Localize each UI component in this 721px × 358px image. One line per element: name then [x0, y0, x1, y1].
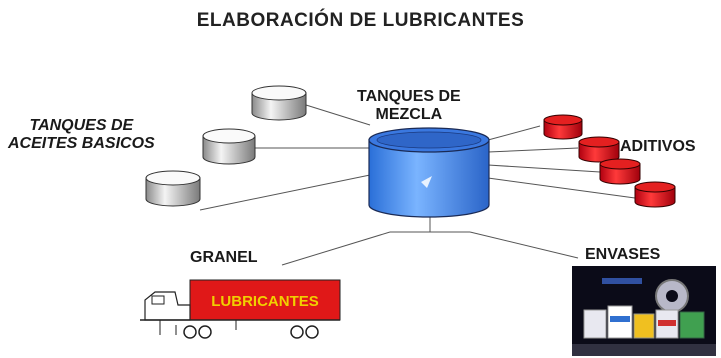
mixing-tanks-label: TANQUES DE MEZCLA	[357, 88, 461, 125]
mixing-tank	[368, 127, 490, 218]
line-additive-2	[487, 147, 579, 153]
truck-window	[151, 295, 165, 305]
base-oil-tank-2	[202, 128, 256, 165]
base-oil-tank-1	[251, 85, 307, 121]
truck-cargo-box	[189, 279, 341, 321]
additive-tank-4	[634, 181, 676, 208]
additive-tank-1	[543, 114, 583, 140]
line-to-bulk	[281, 231, 391, 266]
base-oil-tanks-label-line2: ACEITES BASICOS	[8, 135, 155, 153]
base-oil-tanks-label: TANQUES DE ACEITES BASICOS	[8, 117, 155, 154]
mixing-tank-marker	[421, 176, 432, 188]
truck-wheel	[183, 325, 197, 339]
additives-label: ADITIVOS	[620, 138, 696, 155]
truck-cab	[144, 291, 191, 321]
mixing-tanks-label-line1: TANQUES DE	[357, 88, 461, 105]
base-oil-tanks-label-line1: TANQUES DE	[29, 117, 134, 134]
containers-illustration	[572, 266, 716, 356]
tanker-truck-icon: LUBRICANTES	[140, 279, 341, 339]
line-to-containers	[469, 231, 579, 259]
line-additive-3	[487, 164, 601, 173]
additive-tank-2	[578, 136, 620, 163]
lubricant-containers-image	[572, 266, 716, 356]
truck-cargo-text: LUBRICANTES	[211, 293, 319, 310]
line-additive-1	[487, 125, 541, 141]
truck-wheel	[290, 325, 304, 339]
truck-wheel	[305, 325, 319, 339]
mixing-tanks-label-line2: MEZCLA	[375, 106, 443, 124]
base-oil-tank-3	[145, 170, 201, 207]
additive-tank-3	[599, 158, 641, 185]
line-base-tank-1	[305, 104, 371, 126]
connector-lines	[199, 104, 636, 266]
line-base-tank-3	[199, 174, 371, 211]
line-additive-4	[487, 177, 636, 199]
diagram-title: ELABORACIÓN DE LUBRICANTES	[196, 10, 525, 31]
containers-label: ENVASES	[585, 246, 661, 263]
truck-wheel	[198, 325, 212, 339]
bulk-label: GRANEL	[190, 249, 258, 266]
